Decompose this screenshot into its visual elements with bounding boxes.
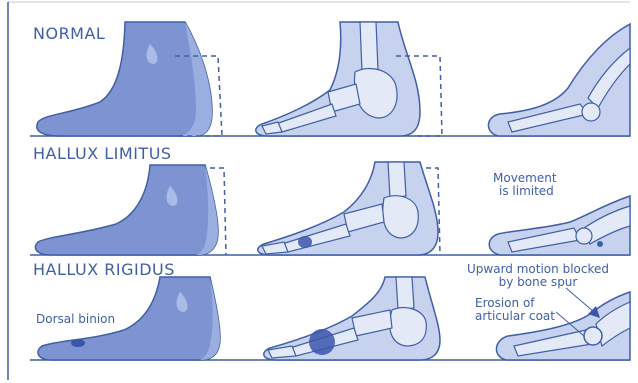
dorsal-bunion-marker xyxy=(71,339,85,347)
tibia-bone-rigidus xyxy=(396,277,414,310)
row-title-hallux-limitus: HALLUX LIMITUS xyxy=(33,144,172,163)
dorsal-bunion-label: Dorsal binion xyxy=(36,313,115,326)
movement-limited-label: Movement is limited xyxy=(493,172,557,198)
lesion-limitus xyxy=(298,236,312,248)
movement-limited-line-2: is limited xyxy=(493,185,557,198)
heel-bone-rigidus xyxy=(390,308,427,346)
foot-xray-normal xyxy=(256,22,420,136)
heel-bone-limitus xyxy=(383,196,419,238)
tibia-bone-limitus xyxy=(388,162,406,198)
joint-marker-limitus xyxy=(597,241,603,247)
row-title-hallux-rigidus: HALLUX RIGIDUS xyxy=(33,260,175,279)
erosion-label: Erosion of articular coat xyxy=(475,297,555,323)
row-normal xyxy=(30,22,630,136)
lesion-rigidus xyxy=(309,329,335,355)
joint-normal xyxy=(582,103,600,121)
joint-limitus xyxy=(576,228,592,244)
foot-side-limitus xyxy=(35,165,218,255)
erosion-line-2: articular coat xyxy=(475,310,555,323)
upward-motion-line-2: by bone spur xyxy=(458,276,618,289)
row-title-normal: NORMAL xyxy=(33,24,105,43)
spur-leader-line xyxy=(566,288,594,312)
joint-rigidus xyxy=(584,327,602,345)
upward-motion-blocked-label: Upward motion blocked by bone spur xyxy=(458,263,618,289)
tibia-bone-normal xyxy=(360,22,378,72)
